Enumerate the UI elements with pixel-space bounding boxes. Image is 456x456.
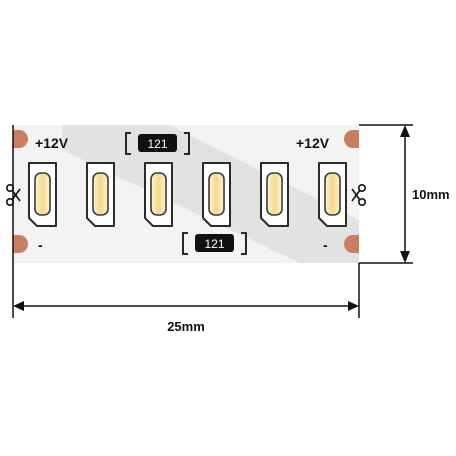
led-row	[28, 162, 347, 227]
resistor-bottom: 121	[182, 232, 247, 255]
height-label: 10mm	[412, 187, 450, 202]
label-negative-left: -	[38, 237, 43, 253]
led-chip	[28, 162, 57, 227]
led-chip	[318, 162, 347, 227]
resistor-top: 121	[125, 132, 190, 155]
led-chip	[202, 162, 231, 227]
resistor-bottom-value: 121	[204, 237, 224, 251]
pad-top-right	[344, 130, 359, 148]
label-negative-right: -	[323, 237, 328, 253]
pad-bottom-left	[13, 235, 28, 253]
led-chip	[144, 162, 173, 227]
height-dimension: 10mm	[359, 124, 450, 264]
pad-bottom-right	[344, 235, 359, 253]
led-chip	[260, 162, 289, 227]
label-positive-right: +12V	[296, 135, 330, 151]
width-label: 25mm	[167, 319, 205, 334]
pad-top-left	[13, 130, 28, 148]
solder-pads	[13, 130, 359, 253]
led-chip	[86, 162, 115, 227]
scissors-icon	[351, 184, 366, 207]
resistor-top-value: 121	[147, 137, 167, 151]
label-positive-left: +12V	[35, 135, 69, 151]
width-dimension: 25mm	[12, 125, 360, 334]
